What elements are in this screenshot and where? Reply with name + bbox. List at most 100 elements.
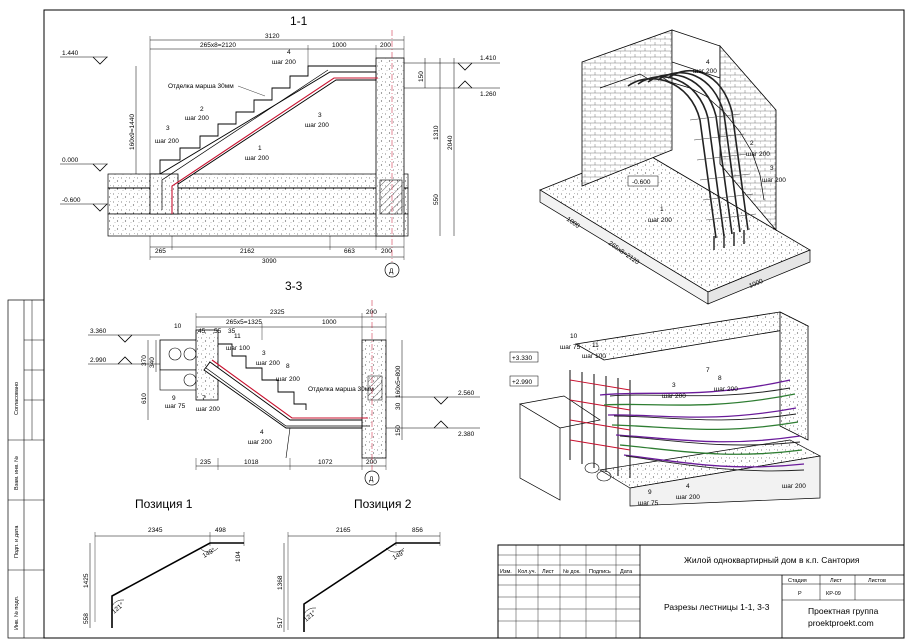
callout-s33-c9-step: шаг 75	[165, 403, 186, 410]
iso2-c9-num: 9	[648, 489, 652, 496]
side-field-inv: Инв. № подл.	[14, 595, 20, 630]
dim-s33-top-landing: 1000	[322, 319, 337, 326]
callout-s33-c8-num: 8	[286, 363, 290, 370]
level-s11-l-bot: -0.600	[62, 197, 81, 204]
iso2-c4-step: шаг 200	[676, 494, 700, 501]
dim-s11-bottom-mid: 2162	[240, 248, 255, 255]
dim-s33-bottom-wall: 200	[366, 459, 377, 466]
callouts-s33: 10 9 шаг 75 11 шаг 100 3 шаг 200 8 шаг 2…	[165, 323, 374, 446]
axis-label-s11: Д	[389, 268, 394, 275]
side-field-replace: Взам. инв. №	[14, 456, 20, 490]
pos1-title: Позиция 1	[135, 497, 193, 511]
stamp-sheet-title: Разрезы лестницы 1-1, 3-3	[664, 602, 770, 612]
iso1-c4-step: шаг 200	[693, 68, 717, 75]
stamp-sheets-h: Листов	[868, 578, 886, 584]
dim-s33-small-a: 45	[198, 328, 206, 335]
callout-s11-finish: Отделка марша 30мм	[168, 83, 234, 90]
stamp-col-date: Дата	[620, 569, 633, 575]
callout-s33-c7-num: 7	[202, 395, 206, 402]
stamp-col-sign: Подпись	[589, 569, 611, 575]
level-s33-r-top: 2.560	[458, 390, 475, 397]
pos2-dim-a: 2165	[336, 527, 351, 534]
level-s11-l-zero: 0.000	[62, 157, 79, 164]
dim-s33-right-a: 30	[395, 402, 402, 410]
pos2-dim-v1: 1368	[277, 575, 284, 590]
level-s11-r-mid: 1.260	[480, 91, 497, 98]
dim-s33-left-c: 610	[141, 393, 148, 404]
iso2-c4b-step: шаг 200	[782, 483, 806, 490]
pos2-ang1: 149°	[391, 548, 407, 562]
iso2-c9-step: шаг 75	[638, 500, 659, 507]
stamp-org1: Проектная группа	[808, 606, 879, 616]
dim-s33-right-rise: 160x5=800	[395, 365, 402, 398]
iso1-c3-step: шаг 200	[762, 177, 786, 184]
pos1-dim-v2: 558	[83, 613, 90, 624]
pos1-ang1: 149°	[201, 546, 217, 560]
callout-s11-c4-step: шаг 200	[272, 59, 296, 66]
level-marks-s11-right: 1.410 1.260	[404, 55, 500, 98]
pos1-dim-a: 2345	[148, 527, 163, 534]
stamp-sheet-v: КР-09	[826, 591, 841, 597]
pos1-dim-v1: 1425	[83, 573, 90, 588]
stamp-org2: proektproekt.com	[808, 618, 874, 628]
pos2-dim-v2: 517	[277, 617, 284, 628]
stamp-sheet-h: Лист	[830, 578, 842, 584]
dim-s33-top-total: 2325	[270, 309, 285, 316]
stamp-stage-v: Р	[798, 591, 802, 597]
section-title-3-3: 3-3	[285, 279, 303, 293]
callout-s33-c7-step: шаг 200	[196, 406, 220, 413]
axis-bubble-s11	[384, 262, 400, 278]
dim-s11-top-steps: 265x8=2120	[200, 42, 236, 49]
callout-s11-c3-step: шаг 200	[155, 138, 179, 145]
iso1-c1-step: шаг 200	[648, 217, 672, 224]
section-title-1-1: 1-1	[290, 14, 308, 28]
callout-s11-c3-num: 3	[166, 125, 170, 132]
pos2-dim-b: 856	[412, 527, 423, 534]
side-strip: Согласовано Взам. инв. № Подп. и дата Ин…	[7, 299, 45, 639]
dim-s11-top-wall: 200	[380, 42, 391, 49]
iso1-c2-step: шаг 200	[746, 151, 770, 158]
dim-s33-bottom-left: 235	[200, 459, 211, 466]
level-s33-l-mid: 2.990	[90, 357, 107, 364]
iso2-c8-step: шаг 200	[714, 386, 738, 393]
title-block: Изм. Кол.уч. Лист № док. Подпись Дата Жи…	[497, 544, 905, 639]
level-s11-r-top: 1.410	[480, 55, 497, 62]
pos1-dim-b: 498	[215, 527, 226, 534]
callout-s11-c4-num: 4	[287, 49, 291, 56]
dim-s33-left-b: 340	[149, 357, 156, 368]
callout-s33-c8-step: шаг 200	[276, 376, 300, 383]
pos2-title: Позиция 2	[354, 497, 412, 511]
callout-s33-c3-num: 3	[262, 350, 266, 357]
iso2-c11-step: шаг 100	[582, 353, 606, 360]
dim-s33-bottom-right: 1072	[318, 459, 333, 466]
dim-s11-top-total: 3120	[265, 33, 280, 40]
axis-label-s33: Д	[369, 476, 374, 483]
callout-s33-finish: Отделка марша 30мм	[308, 386, 374, 393]
stamp-col-koluch: Кол.уч.	[518, 569, 536, 575]
dim-s11-bottom-wall: 200	[381, 248, 392, 255]
dim-s33-top-steps: 265x5=1325	[226, 319, 262, 326]
dim-s11-right-total: 2040	[447, 135, 454, 150]
side-field-sign-date: Подп. и дата	[14, 525, 20, 558]
iso2-lvl-b: +2.990	[512, 379, 532, 386]
iso2-c10-step: шаг 75	[560, 344, 581, 351]
iso2-c10-num: 10	[570, 333, 578, 340]
callout-s33-c9-num: 9	[172, 395, 176, 402]
callout-s33-c4-num: 4	[260, 429, 264, 436]
callout-s11-c2-num: 2	[200, 106, 204, 113]
dim-s33-small-b: 55	[214, 328, 222, 335]
callout-s11-c1-step: шаг 200	[245, 155, 269, 162]
callout-s33-c4-step: шаг 200	[248, 439, 272, 446]
iso1-c3-num: 3	[770, 165, 774, 172]
dim-s11-right-mid: 1310	[433, 125, 440, 140]
iso2-c3-num: 3	[672, 382, 676, 389]
level-s33-l-top: 3.360	[90, 328, 107, 335]
level-marks-s11-left: 1.440 0.000 -0.600	[60, 50, 108, 212]
stamp-stage-h: Стадия	[788, 578, 807, 584]
callout-s33-c11-num: 11	[234, 333, 241, 340]
callout-s33-c10-num: 10	[174, 323, 182, 330]
stamp-col-ndoc: № док.	[563, 569, 581, 575]
level-s11-l-top: 1.440	[62, 50, 79, 57]
